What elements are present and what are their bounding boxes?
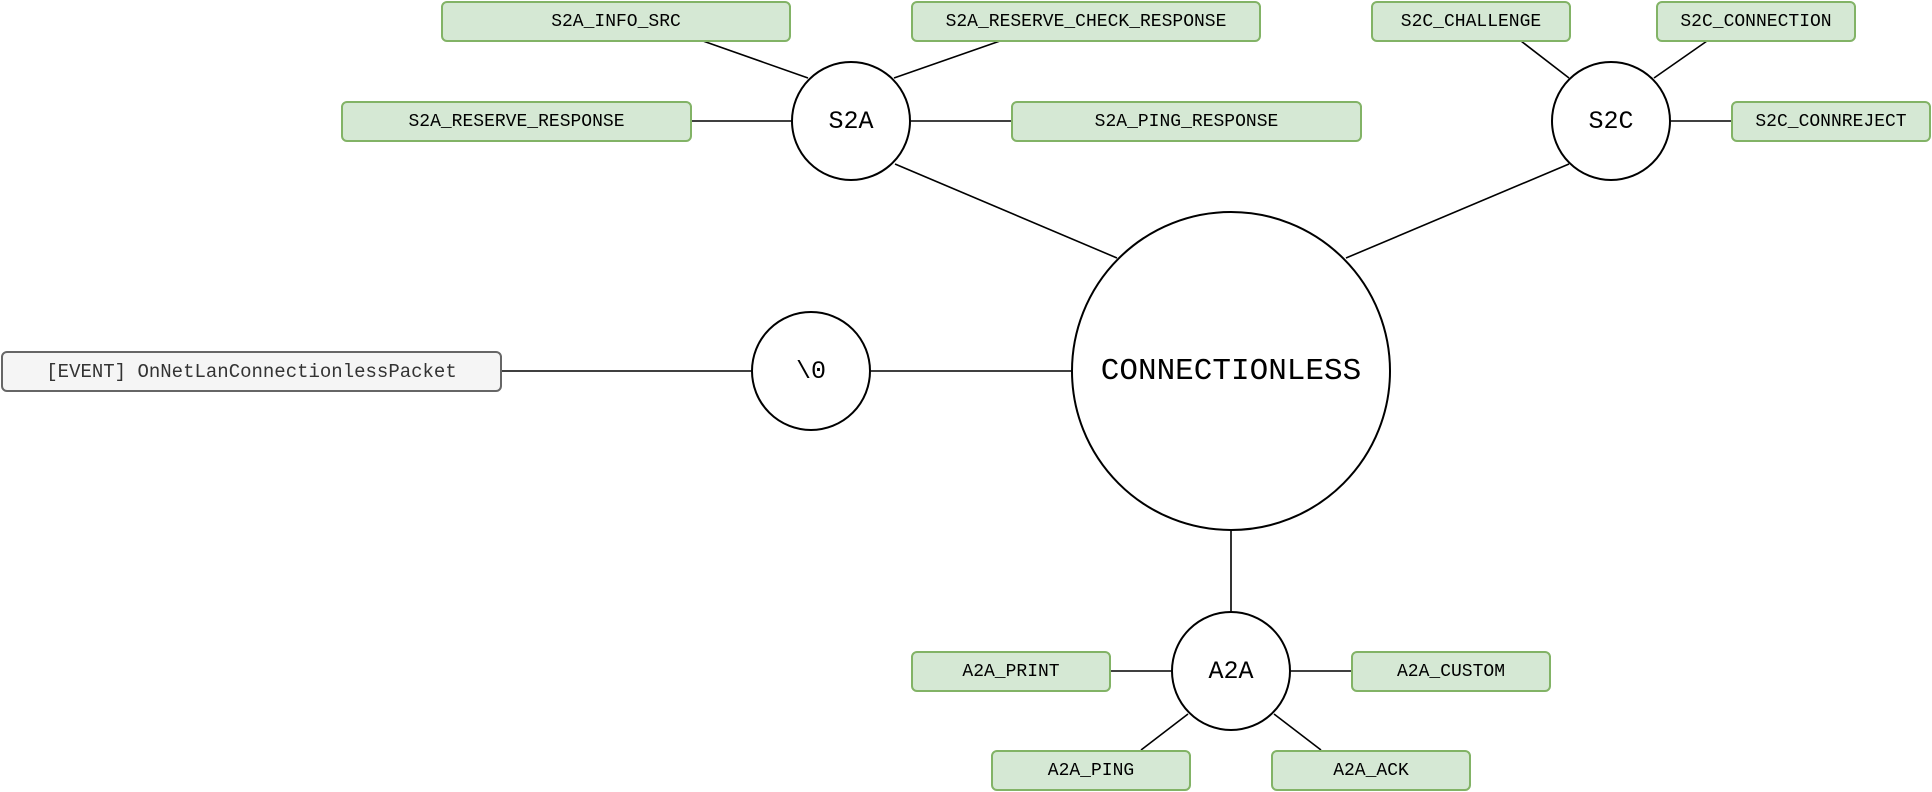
s2a-label: S2A	[828, 106, 874, 136]
s2c-node: S2C	[1551, 61, 1671, 181]
packet-a2a-custom: A2A_CUSTOM	[1351, 651, 1551, 692]
null-terminator-node: \0	[751, 311, 871, 431]
packet-label: A2A_CUSTOM	[1396, 661, 1506, 682]
packet-a2a-ping: A2A_PING	[991, 750, 1191, 791]
null-terminator-label: \0	[795, 356, 826, 386]
s2c-label: S2C	[1588, 106, 1634, 136]
packet-label: S2C_CHALLENGE	[1400, 11, 1542, 32]
packet-label: S2A_RESERVE_CHECK_RESPONSE	[945, 11, 1227, 32]
event-label: [EVENT] OnNetLanConnectionlessPacket	[46, 360, 457, 383]
edge-a2a-ack	[1273, 713, 1322, 751]
packet-s2a-ping-response: S2A_PING_RESPONSE	[1011, 101, 1362, 142]
connectionless-label: CONNECTIONLESS	[1100, 353, 1362, 389]
packet-s2a-reserve-response: S2A_RESERVE_RESPONSE	[341, 101, 692, 142]
edge-a2a-ping	[1140, 713, 1189, 751]
packet-label: S2A_RESERVE_RESPONSE	[408, 111, 625, 132]
event-box: [EVENT] OnNetLanConnectionlessPacket	[1, 351, 502, 392]
packet-s2a-reserve-check-response: S2A_RESERVE_CHECK_RESPONSE	[911, 1, 1261, 42]
packet-s2c-challenge: S2C_CHALLENGE	[1371, 1, 1571, 42]
edge-s2c-challenge	[1520, 40, 1570, 79]
packet-s2c-connection: S2C_CONNECTION	[1656, 1, 1856, 42]
packet-a2a-ack: A2A_ACK	[1271, 750, 1471, 791]
edge-s2c-connection	[1653, 40, 1708, 79]
packet-label: S2A_PING_RESPONSE	[1094, 111, 1279, 132]
edge-center-s2a	[894, 163, 1118, 259]
packet-label: S2C_CONNREJECT	[1755, 111, 1907, 132]
packet-label: S2C_CONNECTION	[1680, 11, 1832, 32]
edge-s2a-reserve-check	[893, 40, 1001, 79]
packet-label: A2A_PING	[1047, 760, 1135, 781]
s2a-node: S2A	[791, 61, 911, 181]
packet-label: A2A_PRINT	[962, 661, 1060, 682]
edge-center-s2c	[1345, 163, 1570, 259]
a2a-node: A2A	[1171, 611, 1291, 731]
connectionless-node: CONNECTIONLESS	[1071, 211, 1391, 531]
edge-s2a-info-src	[702, 40, 809, 79]
packet-label: A2A_ACK	[1333, 760, 1409, 781]
packet-a2a-print: A2A_PRINT	[911, 651, 1111, 692]
packet-s2c-connreject: S2C_CONNREJECT	[1731, 101, 1931, 142]
packet-label: S2A_INFO_SRC	[551, 11, 681, 32]
a2a-label: A2A	[1208, 656, 1254, 686]
packet-s2a-info-src: S2A_INFO_SRC	[441, 1, 791, 42]
